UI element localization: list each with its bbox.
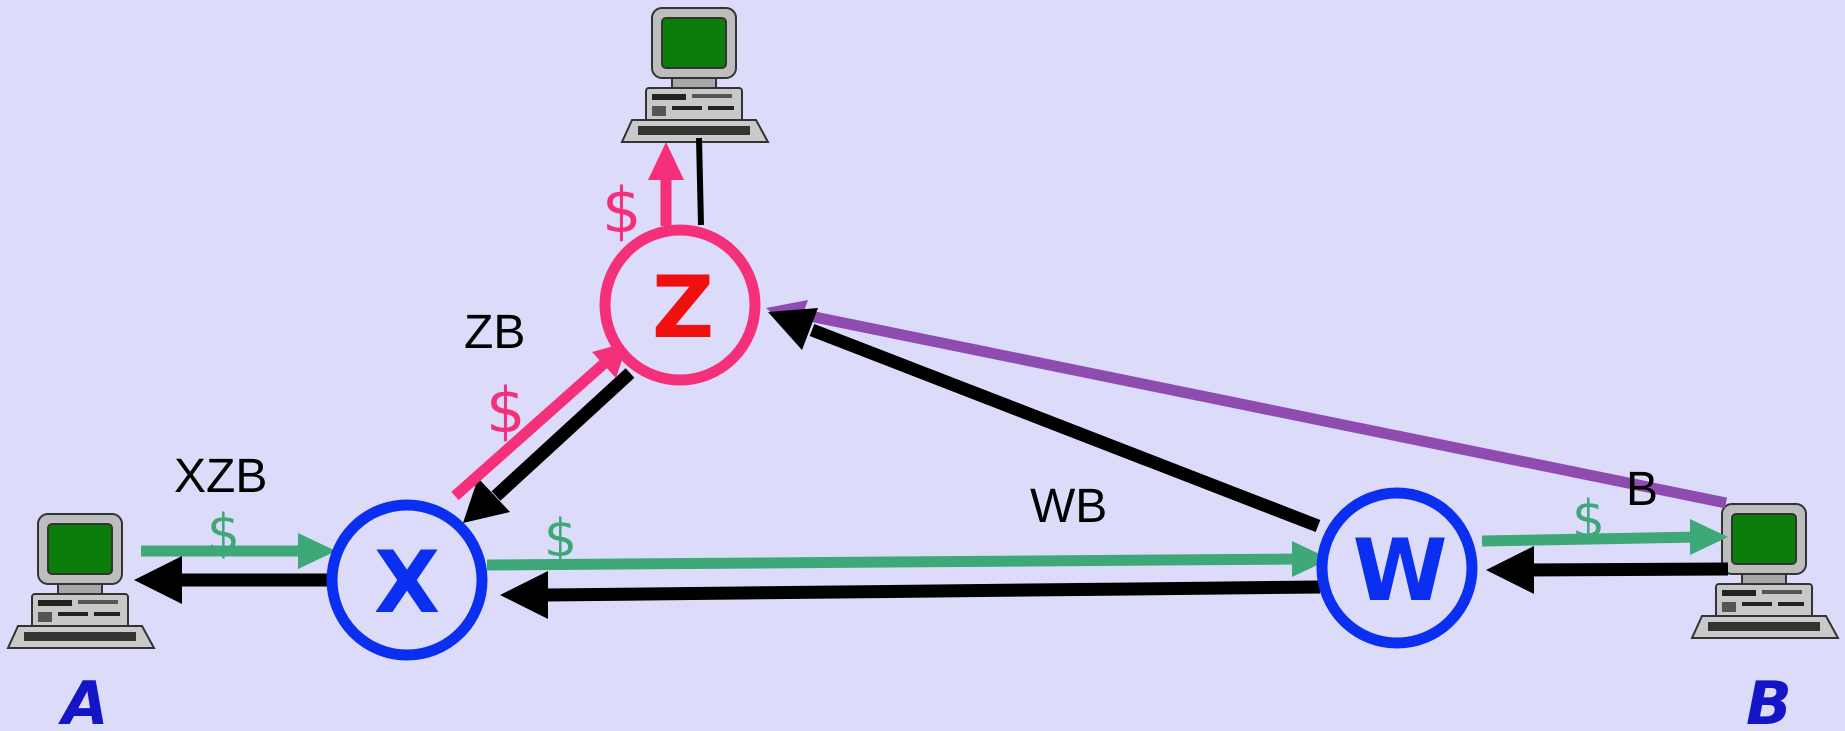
router-z-label: Z — [652, 258, 714, 358]
link-top-z — [696, 137, 704, 226]
route-arrowhead-x-a — [134, 556, 182, 604]
host-b-label: B — [1746, 669, 1792, 731]
route-arrowhead-z-x — [463, 478, 510, 523]
payment-arrowhead-z-top — [648, 142, 684, 180]
payment-symbol-w-b: $ — [1572, 490, 1605, 550]
router-w: W — [1316, 487, 1478, 649]
payment-arrow-w-to-b — [1481, 531, 1701, 547]
route-arrow-z-to-x — [491, 368, 635, 501]
route-label-xzb: XZB — [174, 450, 267, 503]
router-w-label: W — [1353, 521, 1448, 621]
route-arrowhead-b-w — [1486, 546, 1534, 594]
payment-symbol-a-x: $ — [207, 504, 240, 564]
router-z: Z — [599, 224, 761, 386]
payment-arrowhead-a-x — [298, 533, 336, 569]
route-arrow-b-to-z — [788, 306, 1728, 509]
payment-arrowhead-x-w — [1292, 541, 1330, 577]
route-arrowhead-w-z — [768, 308, 818, 350]
route-arrowhead-w-x — [500, 571, 548, 619]
host-a-label: A — [58, 669, 108, 731]
route-label-wb: WB — [1030, 480, 1107, 533]
router-x-label: X — [374, 533, 440, 633]
host-top-computer-icon — [621, 7, 769, 143]
host-a-computer-icon — [7, 513, 155, 649]
router-x: X — [326, 499, 488, 661]
payment-symbol-x-w: $ — [544, 509, 577, 569]
payment-arrowhead-w-b — [1690, 519, 1728, 555]
route-arrow-w-to-x — [545, 580, 1321, 602]
payment-symbol-z-top: $ — [602, 174, 641, 247]
route-arrow-b-to-w — [1519, 562, 1729, 577]
route-arrow-w-to-z — [809, 323, 1321, 533]
route-label-zb: ZB — [464, 306, 525, 359]
payment-arrow-x-to-w — [486, 553, 1301, 571]
payment-arrow-x-to-z — [451, 355, 612, 501]
route-label-b: B — [1626, 463, 1658, 516]
payment-symbol-x-z: $ — [486, 374, 525, 447]
